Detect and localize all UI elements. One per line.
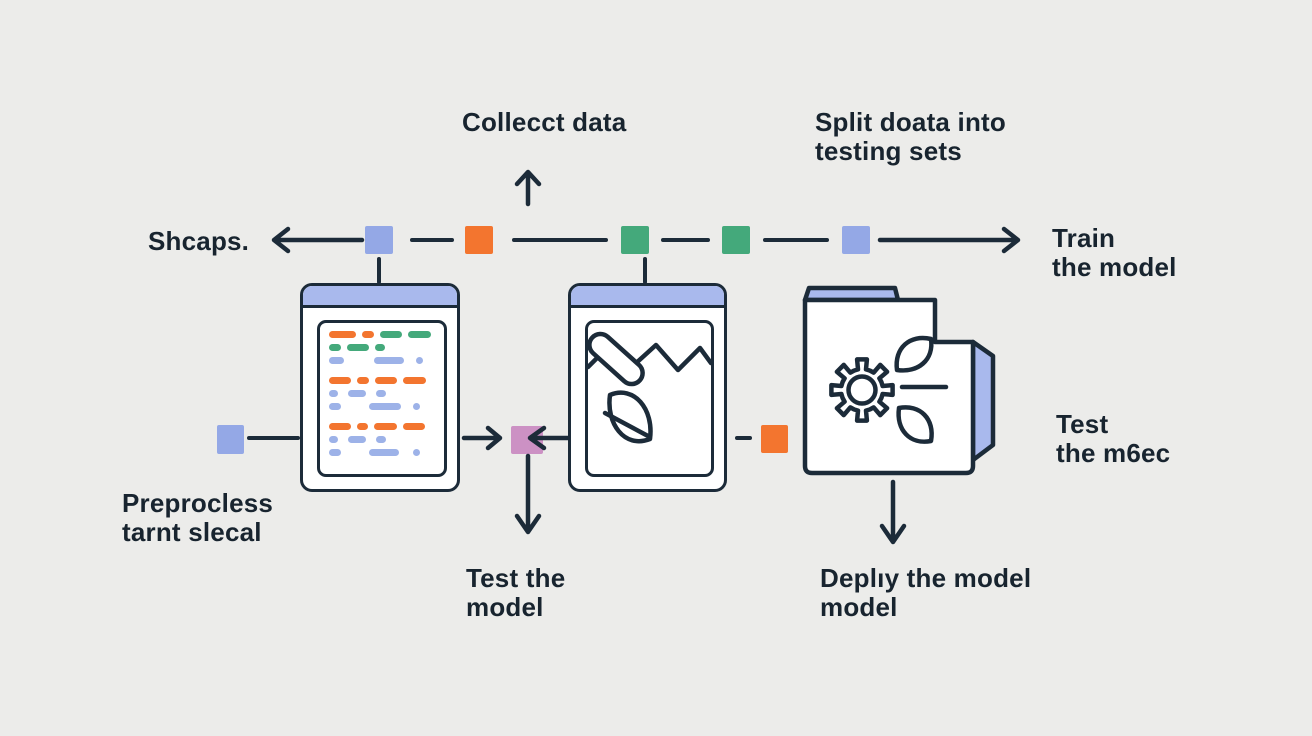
code-pill [357, 423, 368, 430]
leaf-icon [896, 405, 934, 444]
code-pill [369, 403, 401, 410]
code-pill [374, 357, 404, 364]
connector-segment [410, 238, 454, 242]
connector-segment [247, 436, 300, 440]
code-pill [413, 449, 420, 456]
code-pill [329, 331, 356, 338]
code-pill [348, 390, 366, 397]
arrow-right-small-icon [461, 425, 503, 451]
code-group [329, 377, 435, 410]
document-side [970, 339, 996, 463]
arrow-up-icon [514, 169, 542, 207]
code-group [329, 423, 435, 456]
code-row [329, 403, 435, 410]
node-green-1 [621, 226, 649, 254]
code-pill [380, 331, 402, 338]
code-pill [375, 377, 397, 384]
code-panel [317, 320, 447, 477]
connector-segment [512, 238, 608, 242]
code-pill [348, 436, 366, 443]
code-pill [403, 423, 425, 430]
connector-segment [377, 257, 381, 284]
node-purple-left [217, 425, 244, 454]
code-row [329, 344, 435, 351]
card-chart-window [568, 283, 727, 492]
code-pill [416, 357, 423, 364]
code-pill [329, 423, 351, 430]
code-pill [329, 449, 341, 456]
arrow-right-icon [877, 226, 1021, 254]
connector-segment [763, 238, 829, 242]
node-purple-2 [842, 226, 870, 254]
window-titlebar [571, 286, 724, 308]
code-pill [329, 344, 341, 351]
node-purple-1 [365, 226, 393, 254]
label-split-data: Split doata into testing sets [815, 107, 1006, 166]
code-pill [329, 390, 338, 397]
code-pill [329, 357, 344, 364]
code-pill [374, 423, 397, 430]
label-train-model: Train the model [1052, 223, 1177, 282]
node-orange-2 [761, 425, 788, 453]
arrow-left-small-icon [527, 425, 573, 451]
code-pill [329, 377, 351, 384]
code-pill [369, 449, 399, 456]
connector-segment [735, 436, 752, 440]
code-row [329, 449, 435, 456]
label-test-right: Test the m6ec [1056, 409, 1171, 468]
label-deploy: Deplıy the model model [820, 563, 1032, 622]
code-pill [403, 377, 426, 384]
code-pill [329, 436, 338, 443]
code-row [329, 390, 435, 397]
code-pill [376, 390, 386, 397]
code-pill [362, 331, 374, 338]
code-pill [376, 436, 386, 443]
node-green-2 [722, 226, 750, 254]
window-titlebar [303, 286, 457, 308]
code-pill [413, 403, 420, 410]
label-preprocess: Preprocless tarnt slecal [122, 488, 274, 547]
code-row [329, 423, 435, 430]
label-collect-data: Collecct data [462, 107, 627, 137]
gear-icon [829, 357, 895, 423]
arrow-down-icon [879, 479, 907, 545]
card-gear-document [802, 285, 996, 476]
arrow-down-icon [514, 453, 542, 535]
connector-segment [661, 238, 710, 242]
leaf-icon [894, 335, 934, 373]
node-orange-1 [465, 226, 493, 254]
code-pill [329, 403, 341, 410]
card-code-window [300, 283, 460, 492]
code-row [329, 331, 435, 338]
code-pill [347, 344, 369, 351]
code-pill [375, 344, 385, 351]
code-group [329, 331, 435, 364]
chart-capsule-leaf-icon [588, 331, 711, 444]
code-row [329, 436, 435, 443]
label-test-bottom: Test the model [466, 563, 566, 622]
arrow-left-icon [271, 226, 365, 254]
chart-panel [585, 320, 714, 477]
code-row [329, 357, 435, 364]
connector-segment [643, 257, 647, 284]
code-row [329, 377, 435, 384]
label-shcaps: Shcaps. [148, 226, 250, 256]
code-pill [357, 377, 369, 384]
code-pill [408, 331, 431, 338]
